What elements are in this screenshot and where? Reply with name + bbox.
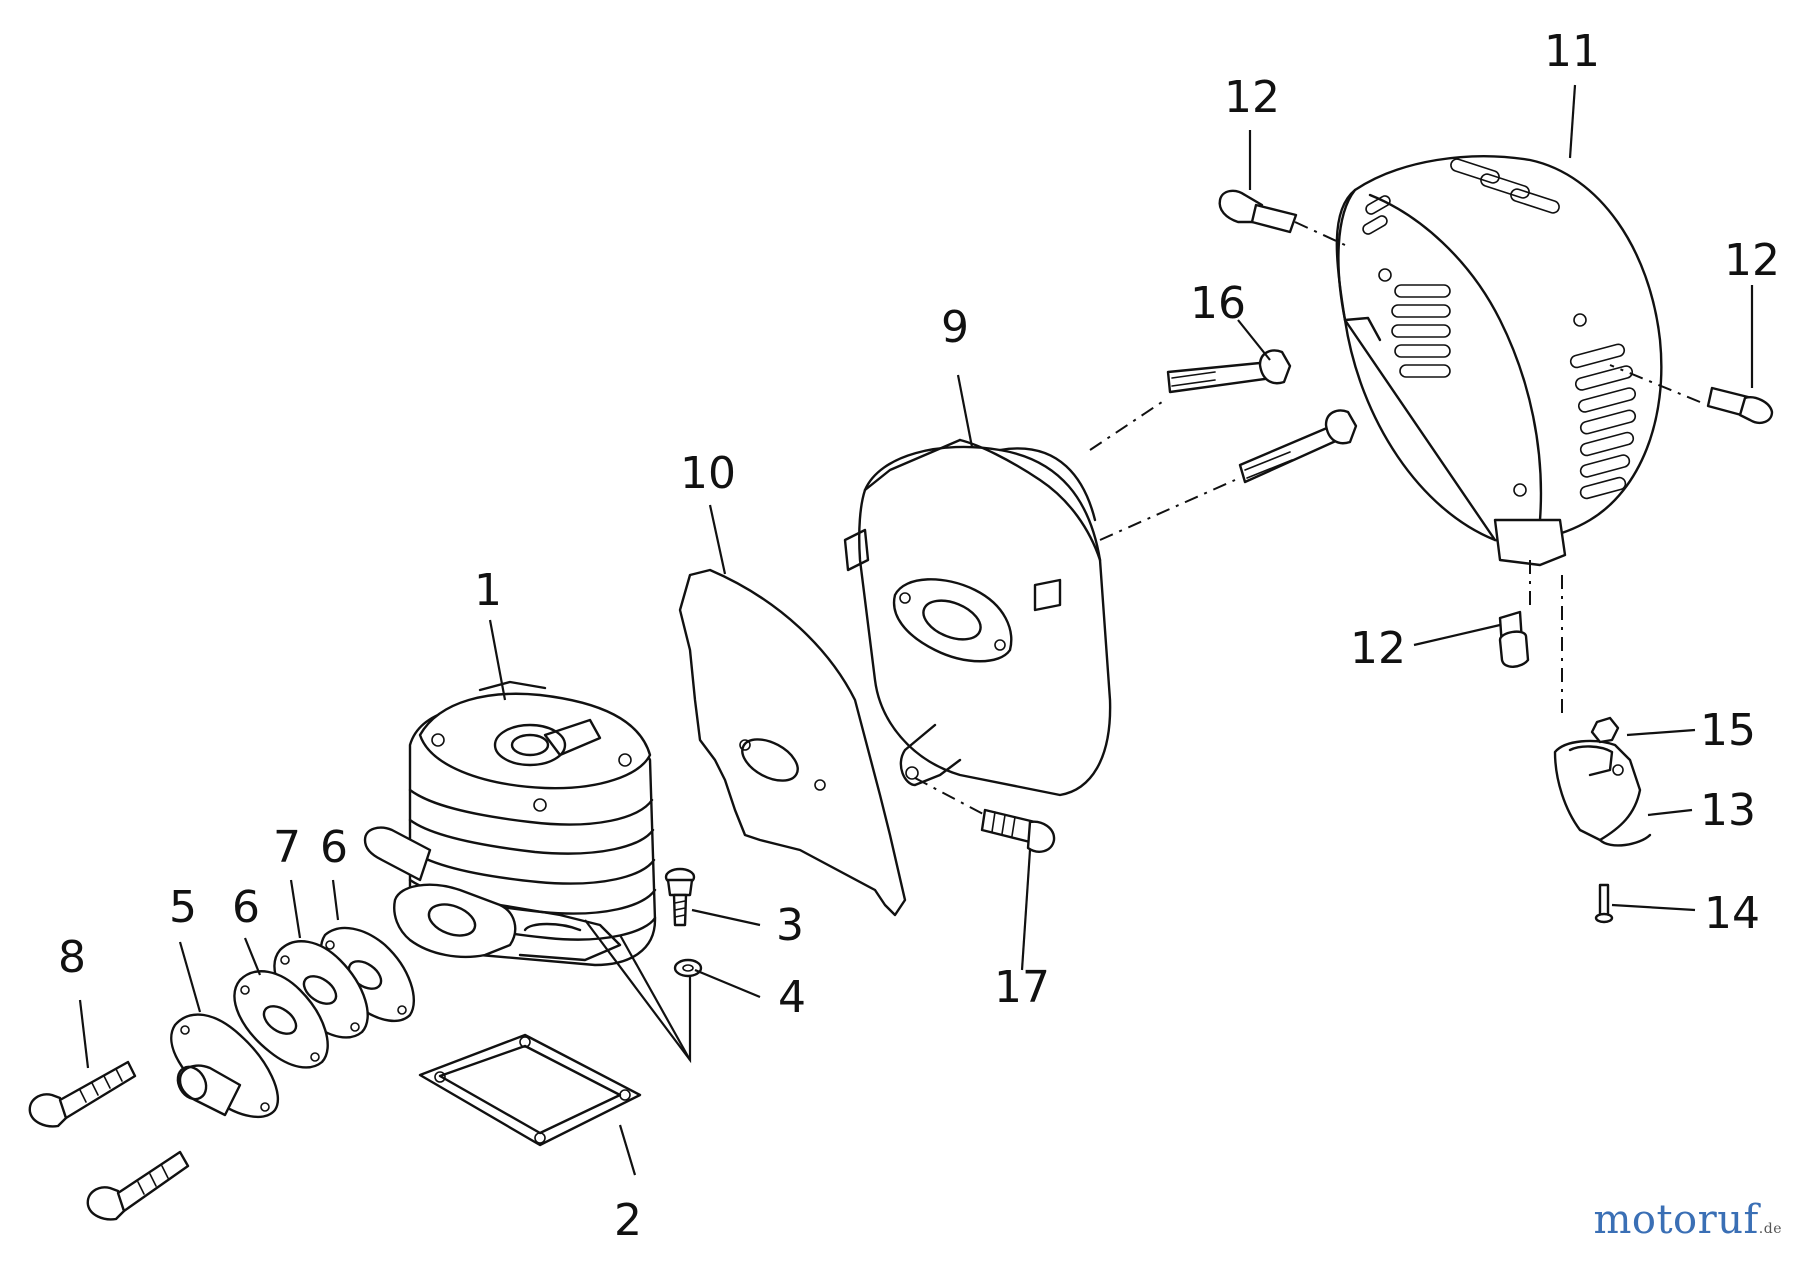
watermark-text: motoruf xyxy=(1593,1197,1759,1243)
callout-12c: 12 xyxy=(1350,623,1406,674)
callout-9: 9 xyxy=(941,302,969,353)
watermark-suffix: .de xyxy=(1758,1221,1782,1237)
callout-3: 3 xyxy=(776,900,804,951)
part-bolt-12c xyxy=(1498,610,1530,668)
callout-14: 14 xyxy=(1704,888,1760,939)
callout-13: 13 xyxy=(1700,785,1756,836)
callout-15: 15 xyxy=(1700,705,1756,756)
part-bolt-12a xyxy=(1218,189,1298,234)
part-intake-adapter xyxy=(170,1013,280,1118)
part-cylinder xyxy=(363,680,657,967)
callout-17: 17 xyxy=(994,962,1050,1013)
part-gasket-6a xyxy=(233,970,329,1069)
callout-7: 7 xyxy=(273,822,301,873)
part-muffler xyxy=(843,438,1112,797)
leader-lines xyxy=(78,84,1754,1176)
part-deflector-13 xyxy=(1553,739,1652,847)
part-bolt-12b xyxy=(1706,386,1774,424)
part-bolt-3 xyxy=(664,867,696,927)
part-stud-17 xyxy=(980,808,1056,853)
callout-1: 1 xyxy=(474,565,502,616)
part-screw-14 xyxy=(1594,883,1614,924)
callout-4: 4 xyxy=(778,972,806,1023)
part-heat-shield xyxy=(678,568,907,917)
part-bolts-16 xyxy=(1166,349,1358,484)
callout-10: 10 xyxy=(680,448,736,499)
callout-11: 11 xyxy=(1544,26,1600,77)
callout-12a: 12 xyxy=(1224,72,1280,123)
callout-8: 8 xyxy=(58,932,86,983)
callout-16: 16 xyxy=(1190,278,1246,329)
callout-2: 2 xyxy=(614,1195,642,1246)
assembly-lines xyxy=(914,221,1701,816)
callout-5: 5 xyxy=(169,882,197,933)
part-nut-15 xyxy=(1590,716,1620,744)
part-muffler-cover xyxy=(1335,155,1663,567)
callout-labels: 1 2 3 4 5 6 6 7 8 9 10 11 12 12 12 13 14… xyxy=(58,26,1780,1246)
watermark-logo: motoruf.de xyxy=(1593,1197,1782,1243)
callout-6b: 6 xyxy=(320,822,348,873)
part-washer-4 xyxy=(673,958,703,978)
callout-12b: 12 xyxy=(1724,235,1780,286)
part-bolts-8 xyxy=(28,1060,190,1221)
part-base-gasket xyxy=(418,1033,642,1147)
callout-6a: 6 xyxy=(232,882,260,933)
